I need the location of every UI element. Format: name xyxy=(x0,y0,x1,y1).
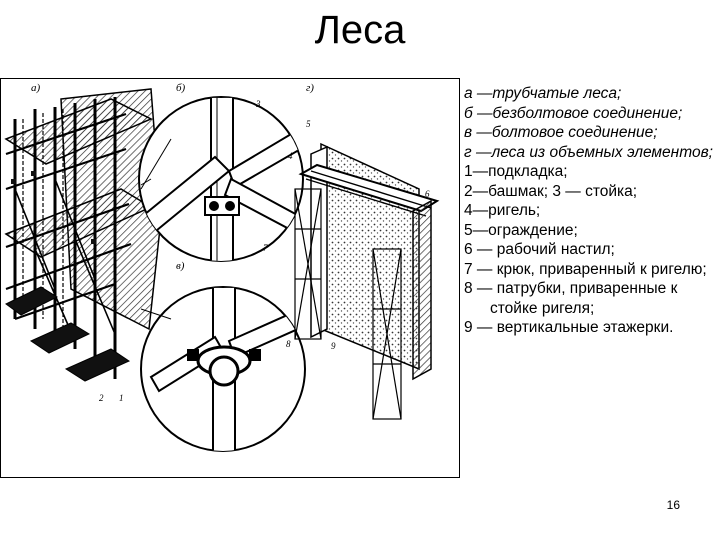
callout-1: 1 xyxy=(119,393,124,403)
scaffolding-figure: а) б) в) г) 1 2 3 4 5 6 7 8 9 xyxy=(0,78,460,478)
callout-2: 2 xyxy=(99,393,104,403)
legend-item-7: 7 — крюк, приваренный к ригелю; xyxy=(464,260,707,278)
panel-letter-v: в) xyxy=(176,260,185,272)
legend-item-6: 6 — рабочий настил; xyxy=(464,241,615,258)
callout-9: 9 xyxy=(331,341,336,351)
callout-7: 7 xyxy=(263,243,268,253)
panel-g-volumetric-scaffolding xyxy=(294,142,440,420)
callout-3: 3 xyxy=(255,99,261,109)
callout-8: 8 xyxy=(286,339,291,349)
panel-a-tubular-scaffolding xyxy=(4,88,162,382)
legend-item-v: в —болтовое соединение; xyxy=(464,124,658,141)
legend-item-4: 4—ригель; xyxy=(464,202,541,219)
slide-title: Леса xyxy=(314,8,406,52)
callout-5: 5 xyxy=(306,119,311,129)
panel-v-bolted-joint xyxy=(140,286,306,452)
legend-item-1: 1—подкладка; xyxy=(464,163,568,180)
page-number: 16 xyxy=(666,498,680,512)
legend: а —трубчатые леса; б —безболтовое соедин… xyxy=(464,84,718,338)
legend-item-2-3: 2—башмак; 3 — стойка; xyxy=(464,182,638,200)
callout-4: 4 xyxy=(288,151,293,161)
legend-item-8: 8 — патрубки, приваренные к стойке ригел… xyxy=(464,280,678,317)
legend-item-a: а —трубчатые леса; xyxy=(464,85,622,102)
panel-letter-b: б) xyxy=(176,82,186,94)
callout-6: 6 xyxy=(425,189,430,199)
legend-item-b: б —безболтовое соединение; xyxy=(464,104,683,122)
legend-item-9: 9 — вертикальные этажерки. xyxy=(464,319,674,336)
legend-item-g: г —леса из объемных элементов; xyxy=(464,143,713,161)
panel-letter-a: а) xyxy=(31,82,41,94)
scaffolding-drawing: а) б) в) г) 1 2 3 4 5 6 7 8 9 xyxy=(4,82,440,452)
panel-b-boltless-joint xyxy=(138,96,304,262)
legend-item-5: 5—ограждение; xyxy=(464,221,578,239)
panel-letter-g: г) xyxy=(306,82,314,94)
